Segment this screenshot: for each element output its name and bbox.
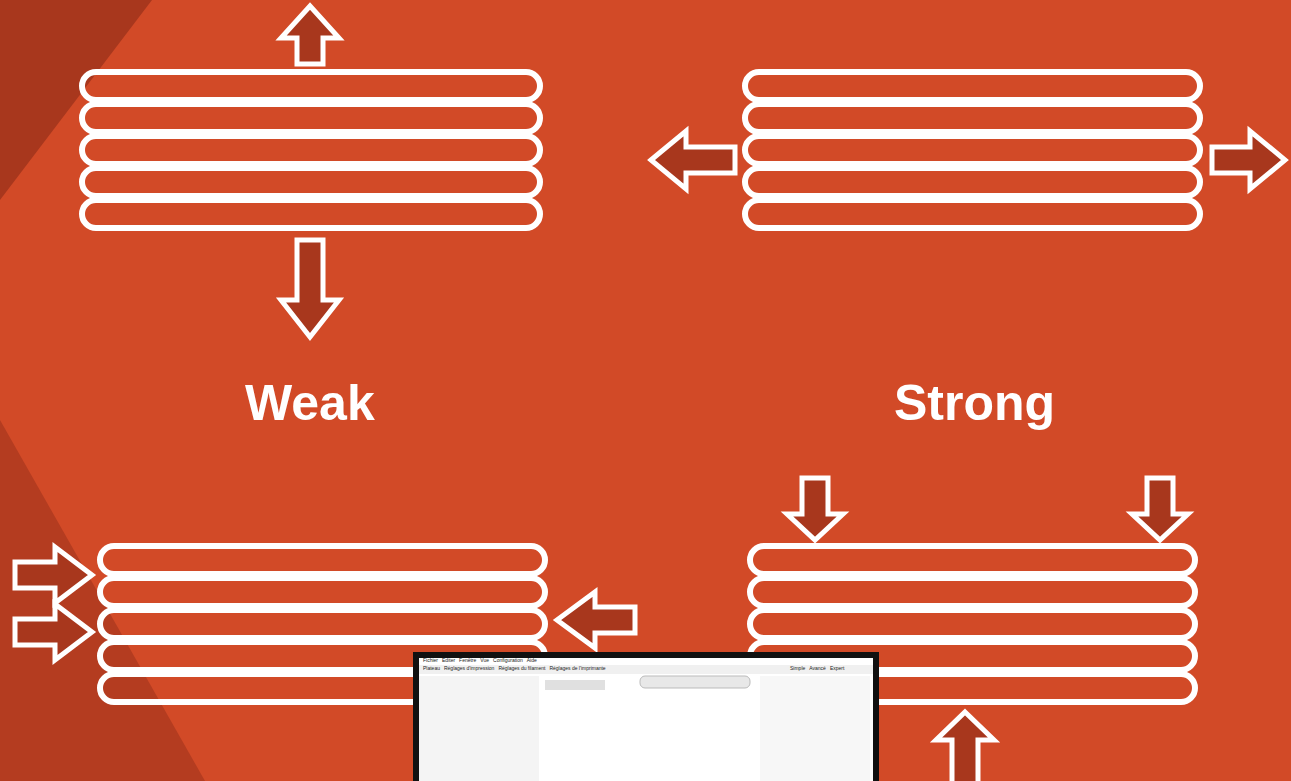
toolbar bbox=[640, 676, 750, 688]
right-panel bbox=[760, 676, 870, 781]
menu-text: Fenêtre bbox=[459, 658, 476, 663]
print-layer bbox=[750, 546, 1195, 574]
force-arrow bbox=[281, 6, 339, 64]
force-arrow bbox=[1132, 478, 1188, 540]
menu-text: Réglages du filament bbox=[498, 666, 545, 671]
screenshot-frame bbox=[416, 655, 876, 781]
layer-stack bbox=[82, 72, 540, 228]
print-layer bbox=[745, 136, 1200, 164]
force-arrow bbox=[936, 712, 994, 781]
force-arrow bbox=[651, 131, 735, 189]
force-arrow bbox=[15, 547, 92, 603]
strength-label: Strong bbox=[894, 378, 1055, 428]
tab-bar bbox=[419, 665, 873, 674]
print-layer bbox=[745, 72, 1200, 100]
print-layer bbox=[745, 104, 1200, 132]
menu-text: Aide bbox=[527, 658, 537, 663]
print-layer bbox=[100, 546, 545, 574]
print-layer bbox=[100, 578, 545, 606]
menu-text: Éditer bbox=[442, 658, 455, 663]
force-arrow bbox=[1212, 131, 1285, 189]
slicer-screenshot bbox=[416, 655, 876, 781]
print-layer bbox=[82, 72, 540, 100]
menu-row: Fichier Éditer Fenêtre Vue Configuration Aide bbox=[423, 658, 537, 663]
print-layer bbox=[750, 578, 1195, 606]
force-arrow bbox=[787, 478, 843, 540]
layer-stack bbox=[745, 72, 1200, 228]
side-panel bbox=[419, 676, 539, 781]
print-layer bbox=[745, 168, 1200, 196]
print-layer bbox=[745, 200, 1200, 228]
menu-text: Simple bbox=[790, 666, 805, 671]
print-layer bbox=[750, 610, 1195, 638]
force-arrow bbox=[15, 604, 92, 660]
menu-text: Réglages de l'imprimante bbox=[549, 666, 605, 671]
force-arrow bbox=[281, 240, 339, 337]
menu-text: Fichier bbox=[423, 658, 438, 663]
menu-text: Plateau bbox=[423, 666, 440, 671]
print-layer bbox=[82, 168, 540, 196]
force-arrow bbox=[557, 592, 635, 648]
print-layer bbox=[82, 200, 540, 228]
menu-row: Simple Avancé Expert bbox=[790, 666, 844, 671]
menu-text: Réglages d'impression bbox=[444, 666, 494, 671]
toolbar bbox=[545, 680, 605, 690]
menu-text: Configuration bbox=[493, 658, 523, 663]
menu-text: Expert bbox=[830, 666, 844, 671]
print-layer bbox=[82, 136, 540, 164]
menu-row: Plateau Réglages d'impression Réglages du … bbox=[423, 666, 606, 671]
strength-label: Weak bbox=[245, 378, 375, 428]
print-layer bbox=[100, 610, 545, 638]
menu-text: Avancé bbox=[809, 666, 826, 671]
menu-text: Vue bbox=[480, 658, 489, 663]
print-layer bbox=[82, 104, 540, 132]
